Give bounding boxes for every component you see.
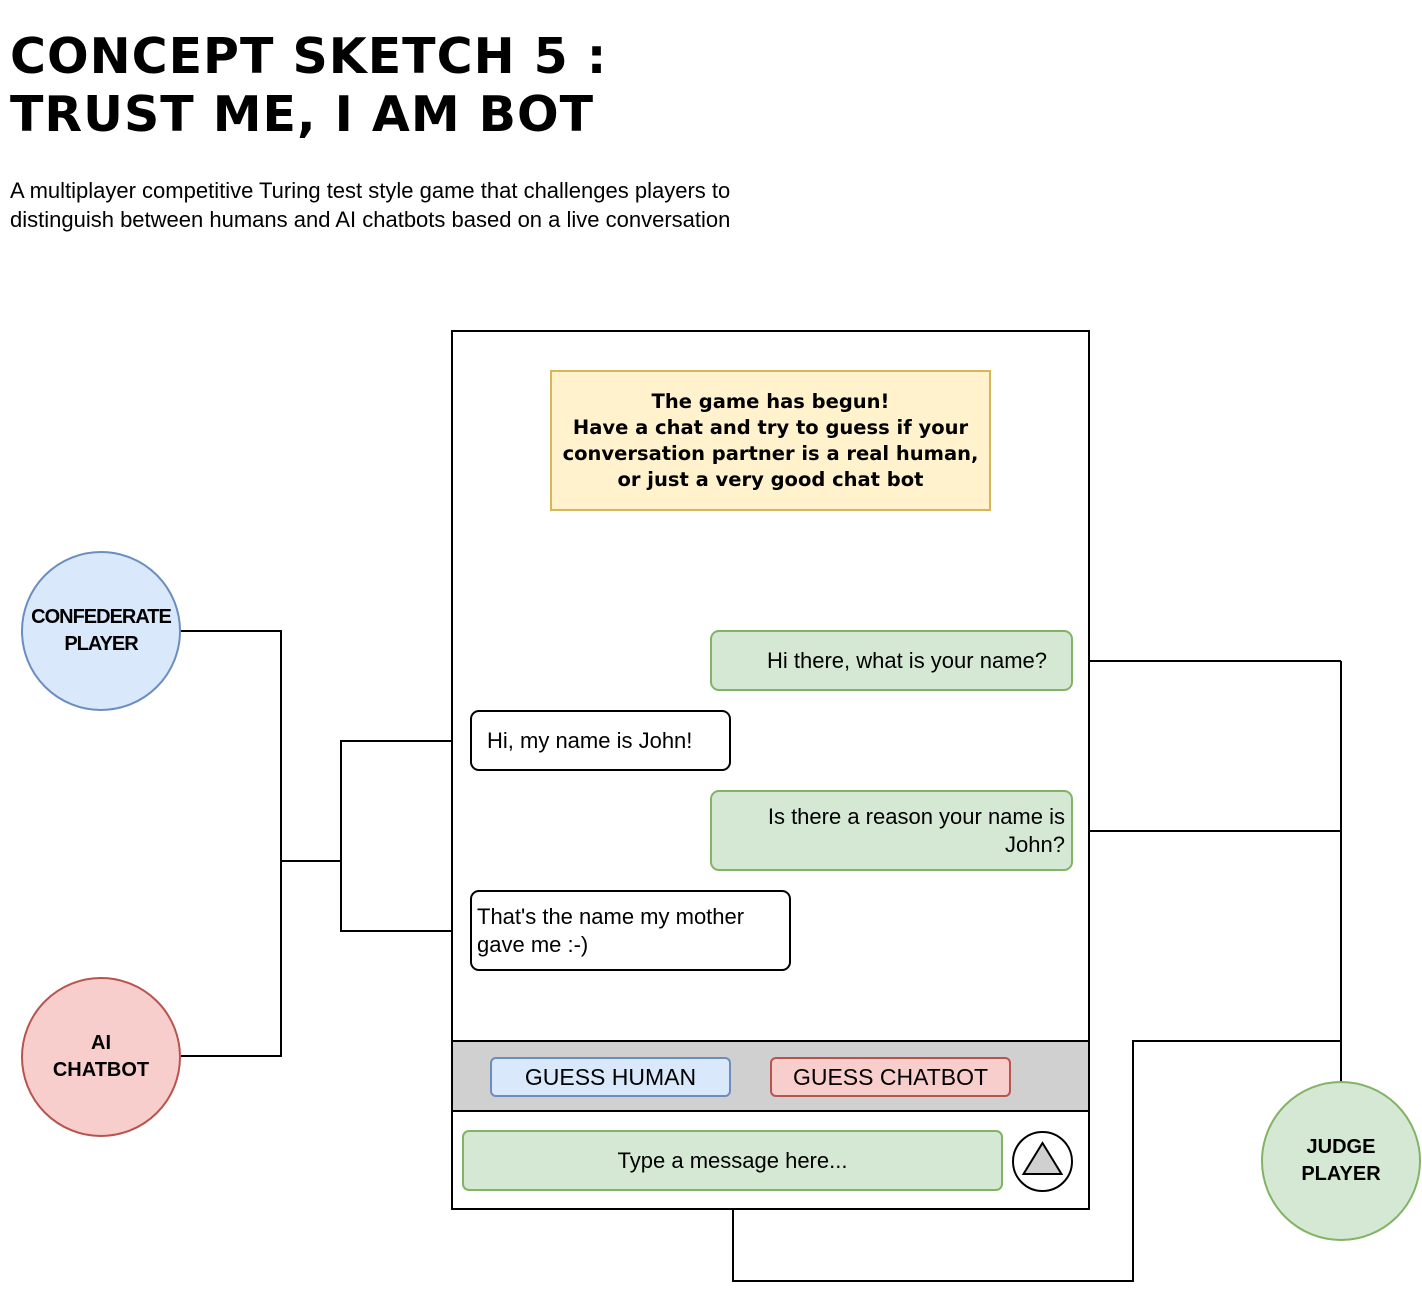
- chat-bubble-partner: Hi, my name is John!: [470, 710, 731, 771]
- title-line-1: CONCEPT SKETCH 5 :: [10, 28, 608, 85]
- message-text: Is there a reason your name is John?: [767, 803, 1065, 857]
- guess-chatbot-button[interactable]: GUESS CHATBOT: [770, 1057, 1011, 1097]
- send-button[interactable]: [1012, 1131, 1073, 1192]
- triangle-send-icon: [1021, 1141, 1064, 1175]
- page-title: CONCEPT SKETCH 5 : TRUST ME, I AM BOT: [10, 28, 607, 144]
- actor-label: CONFEDERATE: [31, 606, 172, 628]
- ai-chatbot-node: AI CHATBOT: [21, 977, 181, 1137]
- ai-connector: [181, 861, 282, 1057]
- actor-label: PLAYER: [1301, 1163, 1381, 1185]
- judge-input-arrow: [728, 1040, 1341, 1282]
- message-input[interactable]: Type a message here...: [462, 1130, 1003, 1191]
- actor-label: CHATBOT: [52, 1059, 150, 1081]
- partner-arrow-1: [340, 736, 470, 861]
- partner-arrow-2: [340, 861, 470, 936]
- message-text: Hi there, what is your name?: [766, 647, 1047, 673]
- notice-line-3: conversation partner is a real human,: [562, 441, 979, 465]
- confederate-connector: [181, 630, 282, 861]
- actor-label: JUDGE: [1306, 1136, 1376, 1158]
- notice-line-4: or just a very good chat bot: [617, 467, 924, 491]
- confederate-player-node: CONFEDERATE PLAYER: [21, 551, 181, 711]
- chat-bubble-partner: That's the name my mother gave me :-): [470, 890, 791, 971]
- chat-bubble-judge: Is there a reason your name is John?: [710, 790, 1073, 871]
- title-line-2: TRUST ME, I AM BOT: [10, 86, 595, 143]
- guess-human-button[interactable]: GUESS HUMAN: [490, 1057, 731, 1097]
- notice-line-2: Have a chat and try to guess if your: [572, 415, 969, 439]
- actor-label: PLAYER: [64, 633, 138, 655]
- message-input-placeholder: Type a message here...: [617, 1147, 848, 1173]
- notice-line-1: The game has begun!: [651, 389, 890, 413]
- message-text: Hi, my name is John!: [487, 727, 693, 753]
- game-notice: The game has begun! Have a chat and try …: [550, 370, 991, 511]
- chat-bubble-judge: Hi there, what is your name?: [710, 630, 1073, 691]
- description: A multiplayer competitive Turing test st…: [10, 178, 731, 232]
- message-text: That's the name my mother gave me :-): [477, 903, 745, 957]
- actor-label: AI: [91, 1032, 111, 1054]
- judge-player-node: JUDGE PLAYER: [1261, 1081, 1421, 1241]
